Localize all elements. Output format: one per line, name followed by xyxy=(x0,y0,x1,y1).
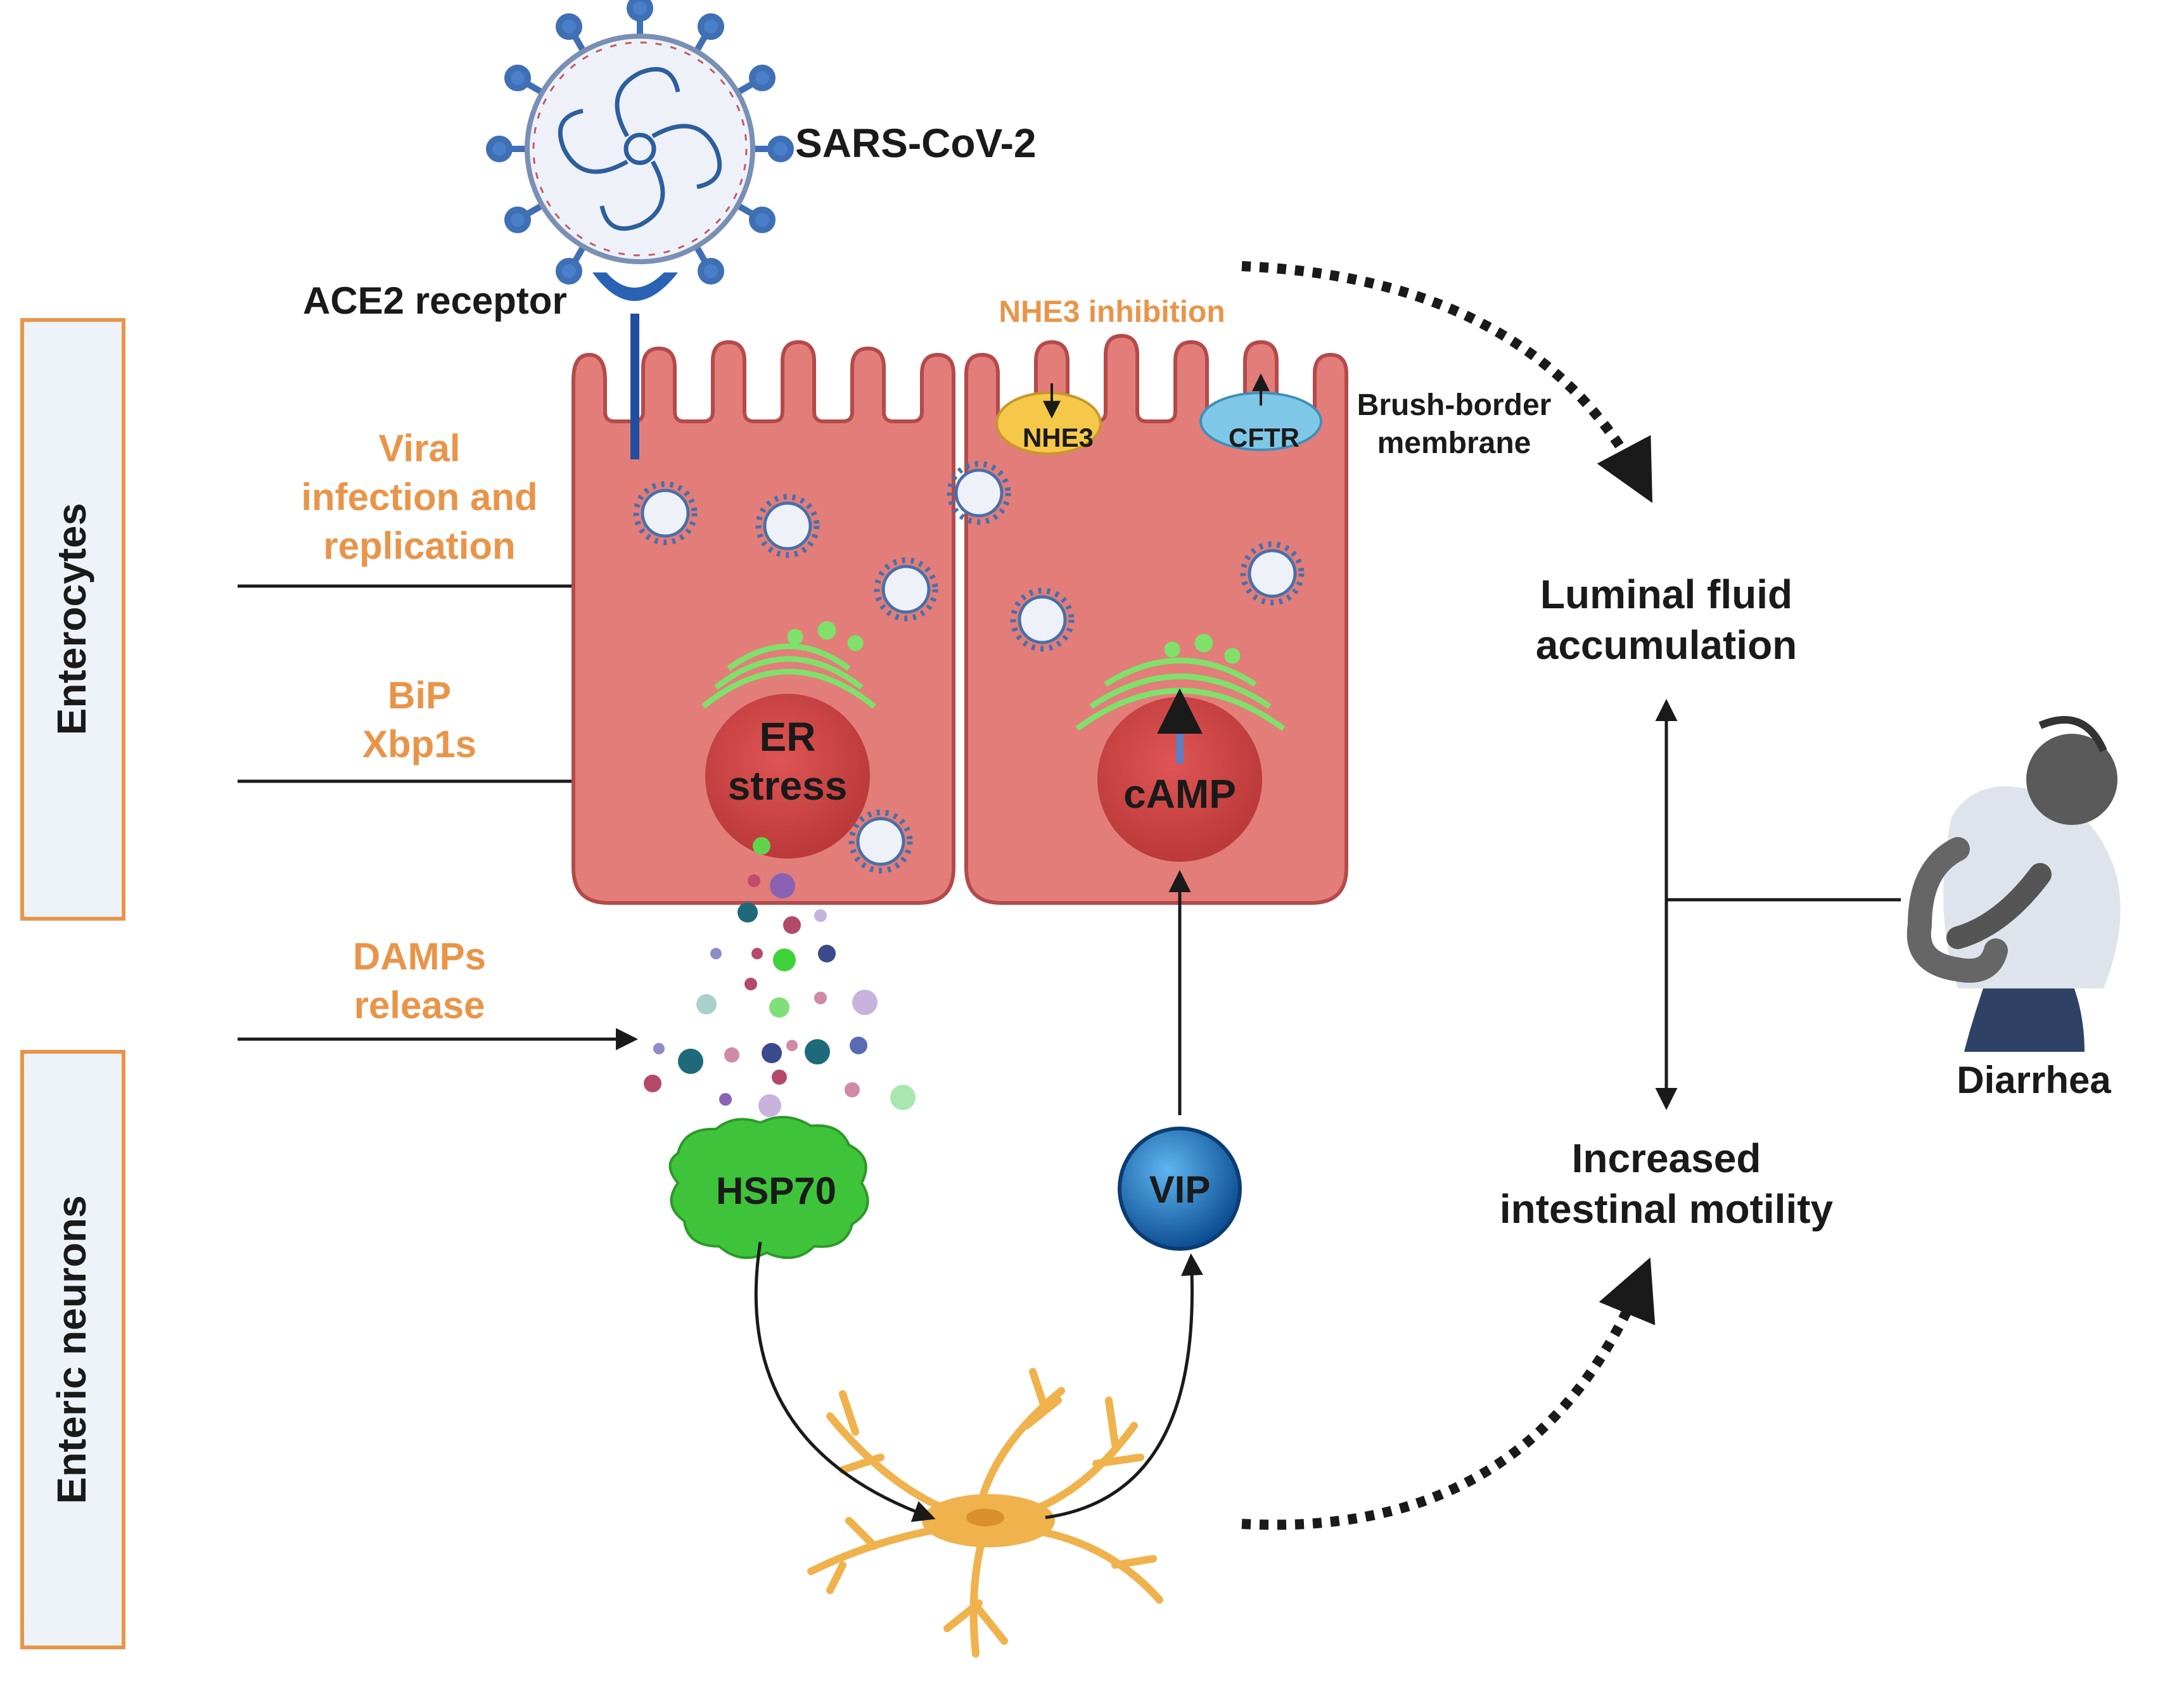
diarrhea-label: Diarrhea xyxy=(1957,1059,2111,1101)
bip-xbp1s-label: BiP Xbp1s xyxy=(362,674,476,765)
hsp70-label: HSP70 xyxy=(716,1170,836,1212)
virus-label: SARS-CoV-2 xyxy=(795,120,1037,166)
luminal-line-2: accumulation xyxy=(1536,622,1798,668)
er-stress-line-2: stress xyxy=(728,763,848,809)
xbp1s-line: Xbp1s xyxy=(362,723,476,765)
nhe3-inhibition-label: NHE3 inhibition xyxy=(999,295,1225,329)
enteric-neurons-label: Enteric neurons xyxy=(49,1195,94,1504)
viral-line-1: Viral xyxy=(379,427,461,470)
hsp70-to-neuron-arrow xyxy=(754,1241,936,1522)
cftr-channel-icon xyxy=(1199,373,1322,451)
er-stress-nucleus xyxy=(705,694,870,859)
virion-icon xyxy=(1240,541,1305,606)
vip-bead-icon xyxy=(1118,1127,1242,1251)
small-virions xyxy=(633,461,1305,874)
enterocytes-panel: Enterocytes xyxy=(20,318,125,921)
neuron-nucleus xyxy=(966,1509,1004,1526)
luminal-line-1: Luminal fluid xyxy=(1540,572,1792,617)
camp-label: cAMP xyxy=(1123,771,1236,817)
brush-border-line-1: Brush-border xyxy=(1357,388,1552,422)
hsp70-protein-icon xyxy=(668,1116,869,1259)
viral-line-2: infection and xyxy=(301,476,537,518)
rna-coils xyxy=(558,67,722,231)
virion-icon xyxy=(633,481,698,546)
viral-line-3: replication xyxy=(323,525,515,567)
motility-line-1: Increased xyxy=(1572,1135,1761,1181)
neuron-to-vip-arrow xyxy=(1045,1253,1203,1519)
spike-proteins xyxy=(486,0,794,284)
motility-line-2: intestinal motility xyxy=(1500,1186,1834,1232)
damps-line: DAMPs xyxy=(353,935,486,978)
cftr-label: CFTR xyxy=(1229,423,1300,452)
er-left xyxy=(701,621,876,709)
damps-release-label: DAMPs release xyxy=(353,935,486,1026)
ace2-receptor-icon xyxy=(592,272,678,459)
dotted-arrow-to-luminal xyxy=(1241,261,1653,503)
viral-infection-label: Viral infection and replication xyxy=(301,427,537,567)
er-right xyxy=(1075,634,1286,731)
enteric-neurons-panel: Enteric neurons xyxy=(20,1050,125,1649)
ace2-receptor-label: ACE2 receptor xyxy=(303,279,567,322)
person-with-diarrhea-icon xyxy=(1906,716,2121,1052)
vip-label: VIP xyxy=(1149,1168,1211,1211)
release-line: release xyxy=(354,984,485,1026)
camp-nucleus xyxy=(1097,697,1262,862)
dotted-arrow-to-motility xyxy=(1241,1257,1656,1530)
virion-icon xyxy=(947,461,1011,525)
bip-line: BiP xyxy=(388,674,451,717)
virion-icon xyxy=(1010,587,1075,652)
virion-icon xyxy=(848,809,913,874)
enterocytes-label: Enterocytes xyxy=(49,503,94,735)
sars-cov-2-virus-icon xyxy=(486,0,794,284)
damps-particles xyxy=(644,837,916,1117)
brush-border-line-2: membrane xyxy=(1377,426,1531,460)
virion-icon xyxy=(874,557,938,622)
nhe3-channel-icon xyxy=(995,383,1102,455)
virion-icon xyxy=(755,494,820,558)
er-stress-line-1: ER xyxy=(760,714,816,760)
nhe3-label: NHE3 xyxy=(1023,423,1094,452)
